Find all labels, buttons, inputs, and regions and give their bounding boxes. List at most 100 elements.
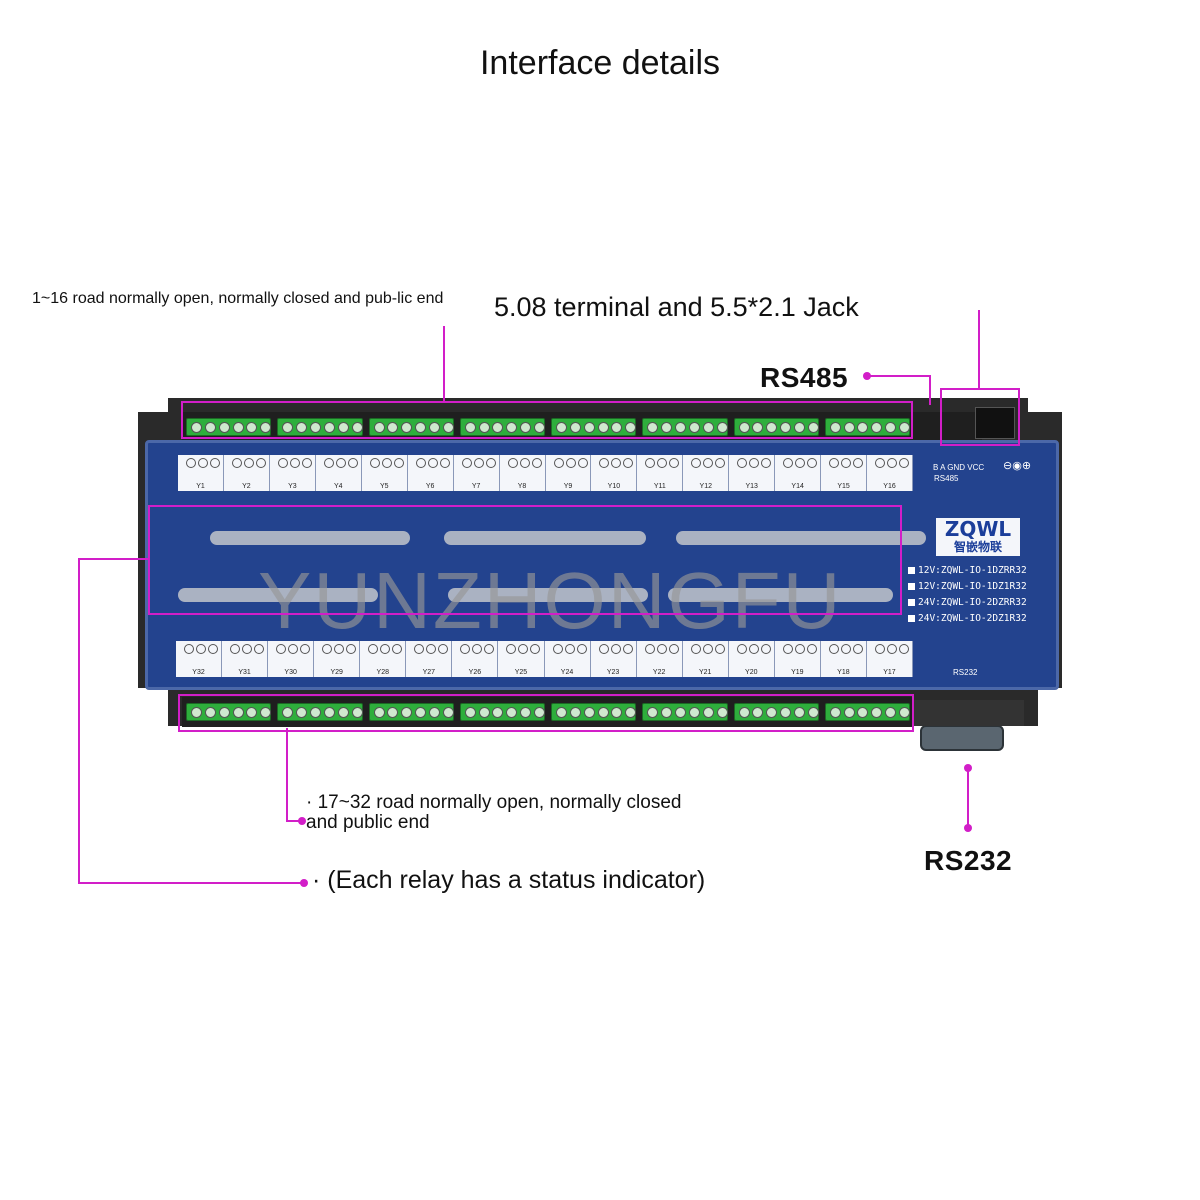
terminal-marker [794,644,805,654]
brand-chinese-name: 智嵌物联 [953,540,1002,554]
terminal-screw [674,422,686,433]
channel-number: Y8 [517,483,527,490]
terminal-marker [426,644,437,654]
terminal-screw [351,422,363,433]
relay-channel-label: Y20 [729,641,775,677]
terminal-screw [597,707,609,718]
relay-channel-label: Y7 [454,455,500,491]
channel-number: Y24 [560,669,574,676]
channel-number: Y14 [791,483,804,490]
terminal-marker [531,458,542,468]
terminal-screw [309,707,321,718]
relay-channel-label: Y26 [452,641,499,677]
relay-channel-label: Y25 [498,641,545,677]
relay-channel-label: Y5 [362,455,408,491]
terminal-marker [760,644,771,654]
leader-line [78,558,150,560]
terminal-marker [198,458,208,468]
terminal-screw [282,707,294,718]
terminal-screw [218,707,230,718]
terminal-block [277,418,363,436]
terminal-screw [442,707,454,718]
terminal-marker [484,644,495,654]
channel-number: Y25 [514,669,528,676]
terminal-marker [347,458,358,468]
top-terminal-strip [182,412,982,440]
highlight-indicators [148,505,902,615]
terminal-marker [886,644,897,654]
rs485-panel-label: RS485 [934,474,959,483]
terminal-screw [647,707,659,718]
terminal-marker [565,458,576,468]
terminal-block [824,703,910,721]
terminal-screw [597,422,609,433]
terminal-screw [204,707,216,718]
terminal-screw [899,707,910,718]
channel-number: Y27 [422,669,436,676]
terminal-marker [460,644,471,654]
terminal-marker [334,644,345,654]
indicator-bar [178,588,378,602]
relay-channel-label: Y10 [591,455,638,491]
channel-number: Y30 [284,669,297,676]
channel-number: Y29 [330,669,343,676]
terminal-marker [623,458,634,468]
terminal-screw [625,422,637,433]
terminal-marker [552,644,563,654]
terminal-marker [485,458,496,468]
channel-number: Y1 [196,483,205,490]
terminal-block [733,703,819,721]
terminal-screw [506,707,518,718]
leader-line [929,375,931,405]
rs232-db9-connector [920,725,1004,751]
terminal-marker [243,458,254,468]
terminal-marker [736,644,747,654]
terminal-marker [184,644,194,654]
terminal-marker [899,458,910,468]
terminal-marker [610,644,621,654]
relay-channel-label: Y13 [729,455,776,491]
terminal-screw [843,707,855,718]
terminal-marker [611,458,622,468]
relay-channel-label: Y18 [821,641,867,677]
terminal-screw [337,707,349,718]
indicator-bar [448,588,648,602]
terminal-screw [661,422,673,433]
terminal-marker [277,458,288,468]
highlight-top-terminals [181,401,913,439]
terminal-screw [780,422,792,433]
terminal-block [733,418,819,436]
terminal-marker [599,458,610,468]
terminal-marker [242,644,253,654]
terminal-screw [282,422,294,433]
terminal-block [368,418,454,436]
dc-symbol: ⊖◉⊕ [1003,460,1032,472]
channel-number: Y19 [791,669,804,676]
terminal-screw [296,707,308,718]
channel-number: Y5 [379,483,389,490]
terminal-marker [875,458,886,468]
terminal-marker [518,644,529,654]
terminal-screw [625,707,637,718]
terminal-screw [520,422,532,433]
terminal-marker [230,644,241,654]
terminal-marker [255,458,266,468]
terminal-marker [208,644,218,654]
relay-channel-label: Y30 [268,641,315,677]
model-list: 12V:ZQWL-IO-1DZRR32 12V:ZQWL-IO-1DZ1R32 … [908,565,1048,629]
relay-channel-label: Y21 [683,641,729,677]
channel-number: Y28 [376,669,390,676]
terminal-screw [871,422,883,433]
terminal-screw [807,422,819,433]
terminal-marker [737,458,748,468]
terminal-marker [715,458,726,468]
terminal-screw [569,422,581,433]
db9-mount [912,700,1024,726]
terminal-marker [530,644,541,654]
relay-channel-label: Y14 [775,455,822,491]
terminal-marker [368,644,379,654]
model-item: 12V:ZQWL-IO-1DZ1R32 [908,581,1048,597]
terminal-screw [246,422,258,433]
channel-number: Y7 [471,483,481,490]
